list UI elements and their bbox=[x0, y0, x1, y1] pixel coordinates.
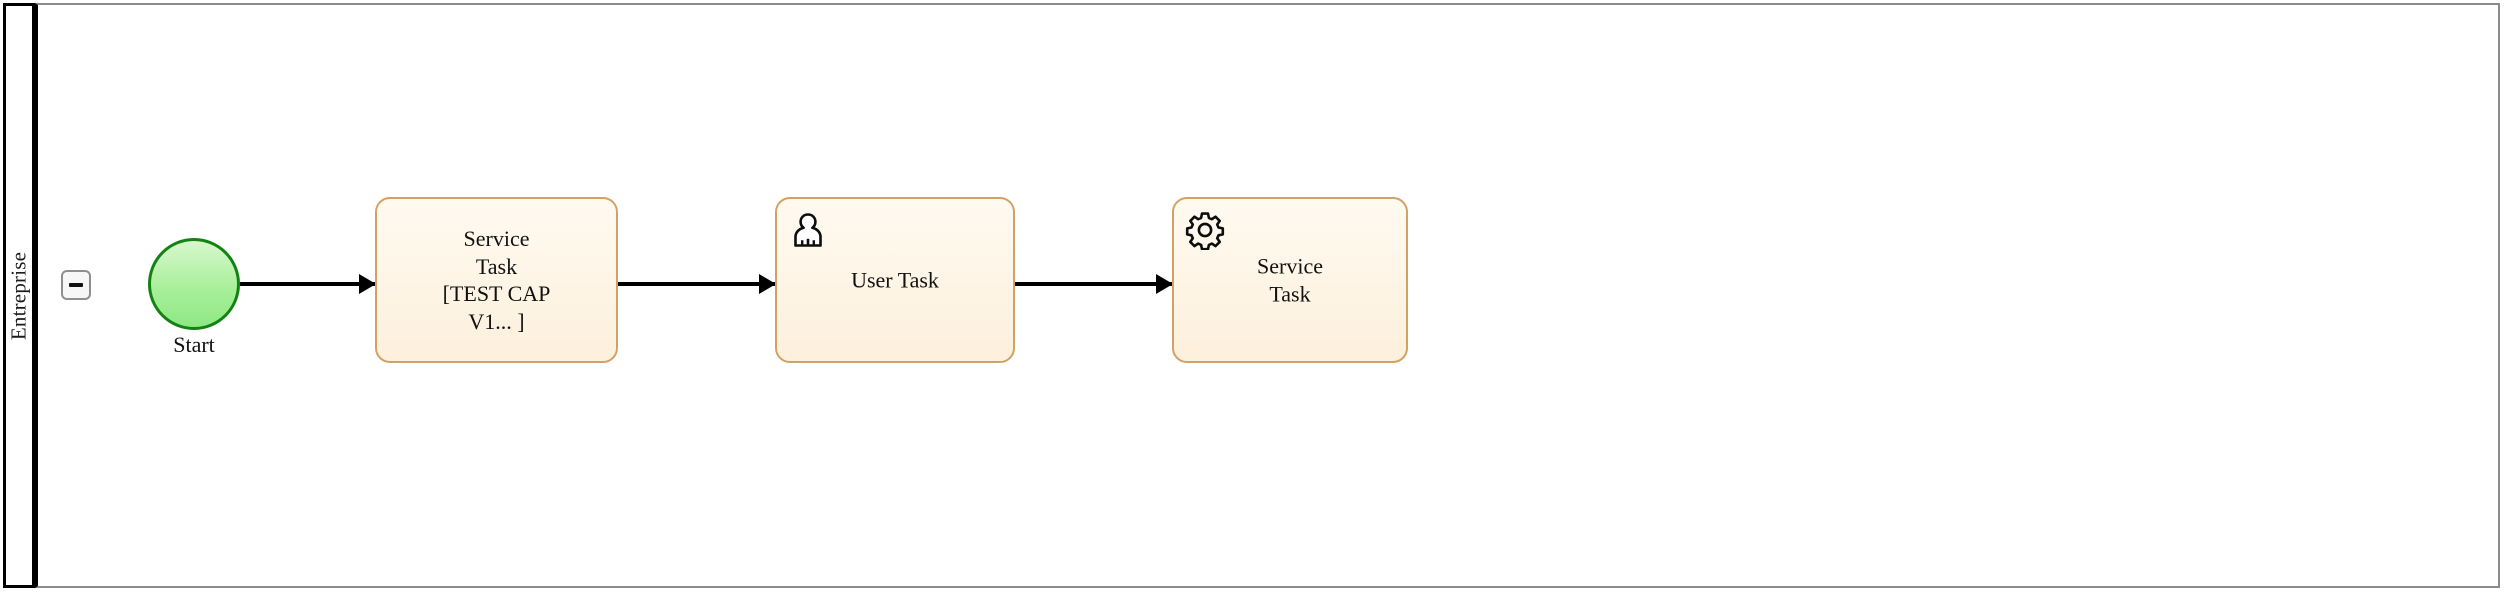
task-service[interactable]: Service Task bbox=[1172, 197, 1408, 363]
task-label: Service Task bbox=[1257, 253, 1323, 307]
start-event[interactable] bbox=[148, 238, 240, 330]
user-icon bbox=[788, 210, 828, 250]
pool-name-label: Entreprise bbox=[6, 251, 31, 340]
task-label: Service Task [TEST CAP V1... ] bbox=[442, 226, 551, 334]
gear-icon bbox=[1185, 210, 1225, 251]
collapse-pool-button[interactable] bbox=[61, 270, 91, 300]
sequence-flow-task1-to-task2[interactable] bbox=[618, 274, 776, 294]
arrow-head-icon bbox=[359, 274, 376, 294]
task-service-test-cap[interactable]: Service Task [TEST CAP V1... ] bbox=[375, 197, 618, 363]
pool-header: Entreprise bbox=[3, 3, 35, 588]
sequence-flow-start-to-task1[interactable] bbox=[240, 274, 376, 294]
sequence-flow-task2-to-task3[interactable] bbox=[1015, 274, 1173, 294]
task-label: User Task bbox=[851, 267, 939, 293]
start-event-label: Start bbox=[173, 332, 215, 357]
arrow-head-icon bbox=[759, 274, 776, 294]
minus-icon bbox=[69, 283, 83, 287]
arrow-head-icon bbox=[1156, 274, 1173, 294]
task-user[interactable]: User Task bbox=[775, 197, 1015, 363]
